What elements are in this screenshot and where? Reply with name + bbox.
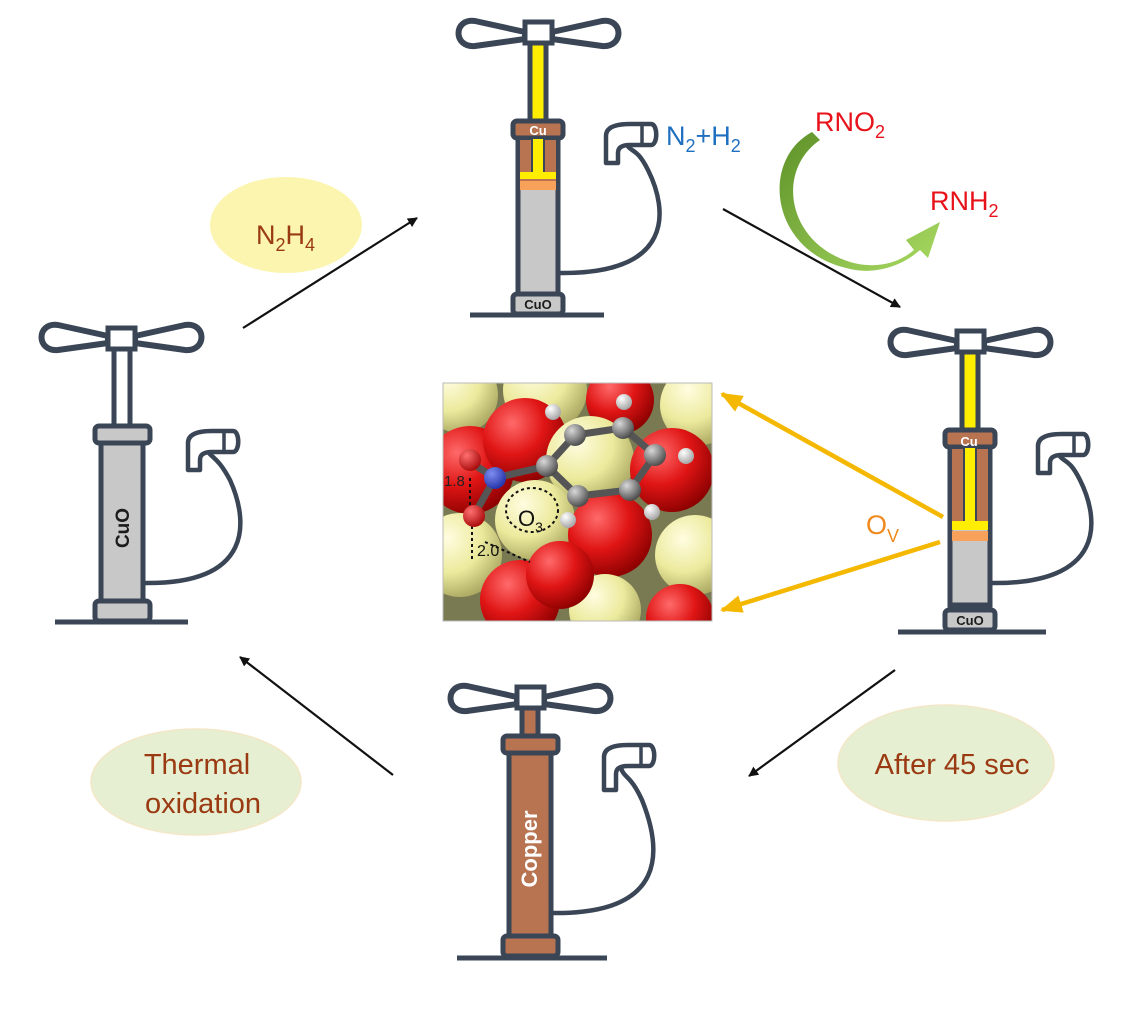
after-45-sec-bubble: [837, 704, 1055, 822]
green-conversion-arrow: [779, 132, 940, 271]
pump-handle: [38, 321, 205, 353]
arrow-bottom-to-left: [239, 656, 394, 776]
n2h4-bubble: [210, 177, 362, 273]
rnh2-label: RNH2: [930, 186, 999, 221]
right-base-label: CuO: [956, 613, 983, 628]
arrow-top-to-right: [722, 208, 901, 308]
pump-right: Cu CuO: [887, 326, 1094, 635]
ov-arrow-lower: [720, 539, 941, 613]
distance-1-8: 1.8: [444, 473, 465, 490]
pump-cuo: CuO: [38, 321, 243, 625]
rno2-label: RNO2: [815, 107, 885, 142]
thermal-line1: Thermal: [144, 749, 250, 781]
distance-2-0: 2.0: [477, 543, 499, 560]
ov-label: OV: [866, 510, 899, 546]
bottom-tube-label: Copper: [517, 810, 542, 887]
pump-copper: Copper: [447, 682, 657, 961]
right-band-label: Cu: [960, 434, 977, 449]
top-band-label: Cu: [529, 123, 546, 138]
molecular-model-inset: 1.8 2.0 O3: [443, 383, 712, 621]
ov-arrow-upper: [720, 392, 945, 519]
arrow-right-to-bottom: [748, 669, 896, 777]
arrow-left-to-top: [242, 217, 418, 329]
top-base-label: CuO: [524, 297, 551, 312]
after-45-sec-label: After 45 sec: [875, 749, 1030, 781]
thermal-line2: oxidation: [145, 788, 261, 820]
pump-top: Cu CuO: [455, 17, 662, 318]
left-tube-label: CuO: [113, 508, 134, 548]
n2-h2-label: N2+H2: [666, 121, 741, 156]
thermal-oxidation-bubble: [90, 728, 302, 836]
